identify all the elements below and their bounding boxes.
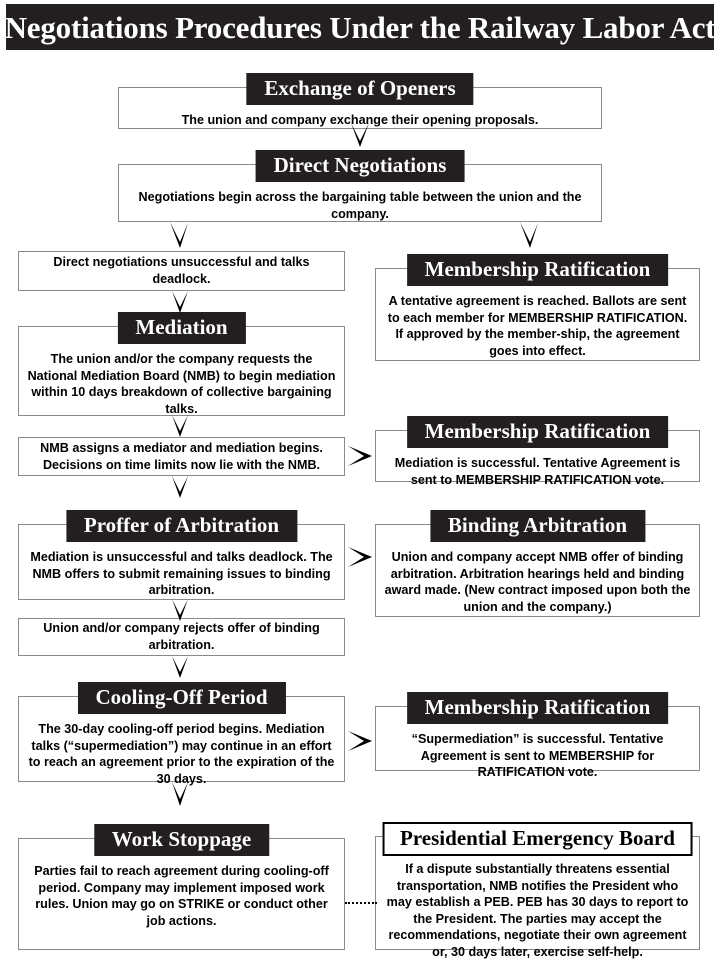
arrow-cooling-off-to-ratification-3 (347, 729, 375, 753)
node-union-rejects-offer: Union and/or company rejects offer of bi… (18, 618, 345, 656)
node-header-membership-ratification-2: Membership Ratification (406, 416, 669, 448)
node-header-mediation: Mediation (117, 312, 246, 344)
node-body-nmb-assigns-mediator: NMB assigns a mediator and mediation beg… (40, 440, 323, 472)
node-membership-ratification-3: Membership Ratification “Supermediation”… (375, 692, 700, 779)
node-body-union-rejects-offer: Union and/or company rejects offer of bi… (43, 621, 320, 652)
node-cooling-off-period: Cooling-Off Period The 30-day cooling-of… (18, 682, 345, 786)
node-body-binding-arbitration: Union and company accept NMB offer of bi… (384, 550, 691, 614)
page-title-banner: Negotiations Procedures Under the Railwa… (4, 4, 716, 50)
node-nmb-assigns-mediator: NMB assigns a mediator and mediation beg… (18, 437, 345, 476)
node-presidential-emergency-board: Presidential Emergency Board If a disput… (375, 822, 700, 959)
node-header-proffer-of-arbitration: Proffer of Arbitration (65, 510, 298, 542)
node-body-work-stoppage: Parties fail to reach agreement during c… (34, 864, 329, 928)
node-work-stoppage: Work Stoppage Parties fail to reach agre… (18, 824, 345, 950)
dotted-link-work-stoppage-to-peb (345, 902, 377, 904)
arrow-unsuccessful-to-mediation (170, 290, 190, 316)
node-body-direct-negotiations: Negotiations begin across the bargaining… (138, 190, 582, 221)
node-header-direct-negotiations: Direct Negotiations (255, 150, 465, 182)
node-body-direct-negotiations-unsuccessful: Direct negotiations unsuccessful and tal… (53, 255, 310, 286)
page-title: Negotiations Procedures Under the Railwa… (4, 9, 716, 45)
node-header-exchange-of-openers: Exchange of Openers (246, 73, 474, 105)
node-body-membership-ratification-3: “Supermediation” is successful. Tentativ… (411, 732, 664, 780)
arrow-nmb-assigns-to-ratification-2 (347, 444, 375, 468)
arrow-nmb-assigns-to-proffer (170, 475, 190, 501)
arrow-direct-negotiations-to-unsuccessful (168, 221, 190, 251)
arrow-openers-to-direct-negotiations (349, 122, 371, 150)
node-body-cooling-off-period: The 30-day cooling-off period begins. Me… (28, 722, 335, 786)
node-header-membership-ratification-3: Membership Ratification (406, 692, 669, 724)
arrow-mediation-to-nmb-assigns (170, 414, 190, 440)
arrow-proffer-to-rejects-offer (170, 598, 190, 624)
node-direct-negotiations-unsuccessful: Direct negotiations unsuccessful and tal… (18, 251, 345, 291)
node-proffer-of-arbitration: Proffer of Arbitration Mediation is unsu… (18, 510, 345, 600)
node-exchange-of-openers: Exchange of Openers The union and compan… (118, 73, 602, 129)
node-body-exchange-of-openers: The union and company exchange their ope… (181, 113, 539, 127)
arrow-proffer-to-binding-arbitration (347, 545, 375, 569)
node-header-binding-arbitration: Binding Arbitration (429, 510, 646, 542)
node-header-membership-ratification-1: Membership Ratification (406, 254, 669, 286)
arrow-direct-negotiations-to-ratification-1 (518, 221, 540, 251)
node-body-mediation: The union and/or the company requests th… (27, 352, 336, 416)
node-binding-arbitration: Binding Arbitration Union and company ac… (375, 510, 700, 617)
node-membership-ratification-1: Membership Ratification A tentative agre… (375, 254, 700, 361)
node-header-presidential-emergency-board: Presidential Emergency Board (382, 822, 693, 856)
node-membership-ratification-2: Membership Ratification Mediation is suc… (375, 416, 700, 487)
arrow-rejects-offer-to-cooling-off (170, 655, 190, 681)
node-direct-negotiations: Direct Negotiations Negotiations begin a… (118, 150, 602, 222)
node-header-cooling-off-period: Cooling-Off Period (77, 682, 286, 714)
node-body-membership-ratification-2: Mediation is successful. Tentative Agree… (394, 456, 681, 487)
node-header-work-stoppage: Work Stoppage (93, 824, 270, 856)
node-body-membership-ratification-1: A tentative agreement is reached. Ballot… (387, 294, 688, 358)
arrow-cooling-off-to-work-stoppage (170, 781, 190, 809)
node-body-proffer-of-arbitration: Mediation is unsuccessful and talks dead… (30, 550, 333, 598)
node-mediation: Mediation The union and/or the company r… (18, 312, 345, 416)
node-body-presidential-emergency-board: If a dispute substantially threatens ess… (386, 862, 689, 960)
